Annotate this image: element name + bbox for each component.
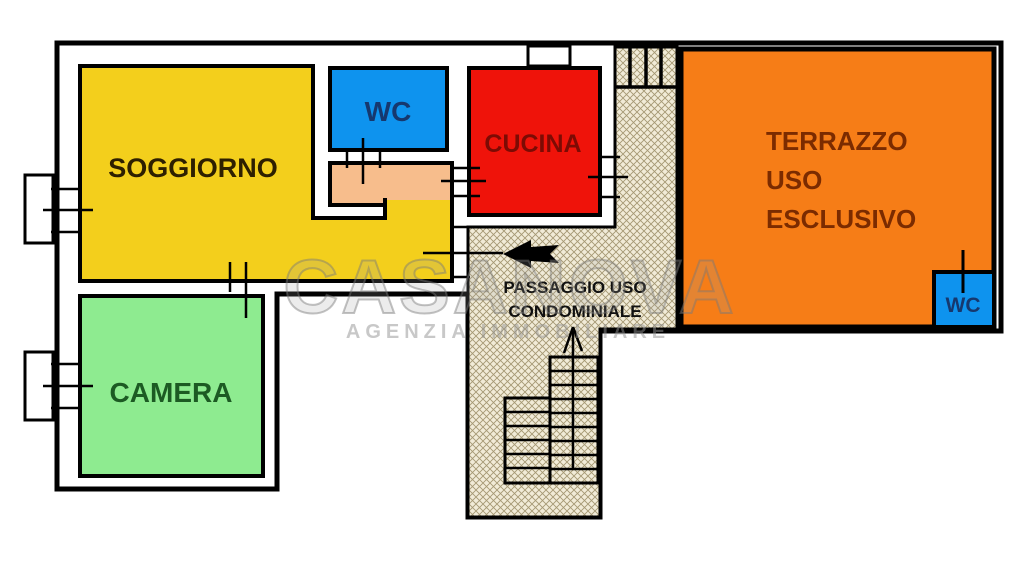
door-cucina-passaggio xyxy=(588,155,628,199)
door-disimpegno-cucina xyxy=(441,166,486,198)
room-disimpegno xyxy=(330,163,452,205)
window-camera xyxy=(23,350,93,422)
stairs-up-arrow-head xyxy=(562,326,575,354)
label-wc: WC xyxy=(365,96,412,127)
room-cucina xyxy=(467,66,602,217)
door-wc xyxy=(345,138,382,184)
window-soggiorno xyxy=(23,173,93,245)
upper-stairs xyxy=(615,47,677,89)
room-wc xyxy=(328,66,449,152)
door-entrance xyxy=(423,225,503,279)
label-terrazzo-wc: WC xyxy=(946,294,981,317)
label-terrazzo-line3: ESCLUSIVO xyxy=(766,204,916,234)
entrance-arrow-icon xyxy=(503,240,559,268)
stair-treads xyxy=(505,369,598,471)
stairs-up-arrow-icon xyxy=(562,326,584,470)
label-soggiorno: SOGGIORNO xyxy=(108,153,278,183)
watermark-brand: CASANOVA xyxy=(283,245,736,330)
stairs-up-arrow-head xyxy=(571,326,584,352)
label-terrazzo: TERRAZZO USO ESCLUSIVO xyxy=(766,126,916,234)
label-passaggio-line1: PASSAGGIO USO xyxy=(503,278,646,297)
door-soggiorno-camera xyxy=(228,262,248,318)
label-terrazzo-line2: USO xyxy=(766,165,822,195)
label-camera: CAMERA xyxy=(110,377,233,408)
watermark-subtitle: AGENZIA IMMOBILIARE xyxy=(346,321,670,343)
label-passaggio-line2: CONDOMINIALE xyxy=(508,302,641,321)
room-soggiorno-wall xyxy=(78,64,454,283)
staircase xyxy=(503,326,600,485)
label-terrazzo-line1: TERRAZZO xyxy=(766,126,908,156)
label-cucina: CUCINA xyxy=(484,130,581,158)
room-soggiorno xyxy=(80,66,452,281)
